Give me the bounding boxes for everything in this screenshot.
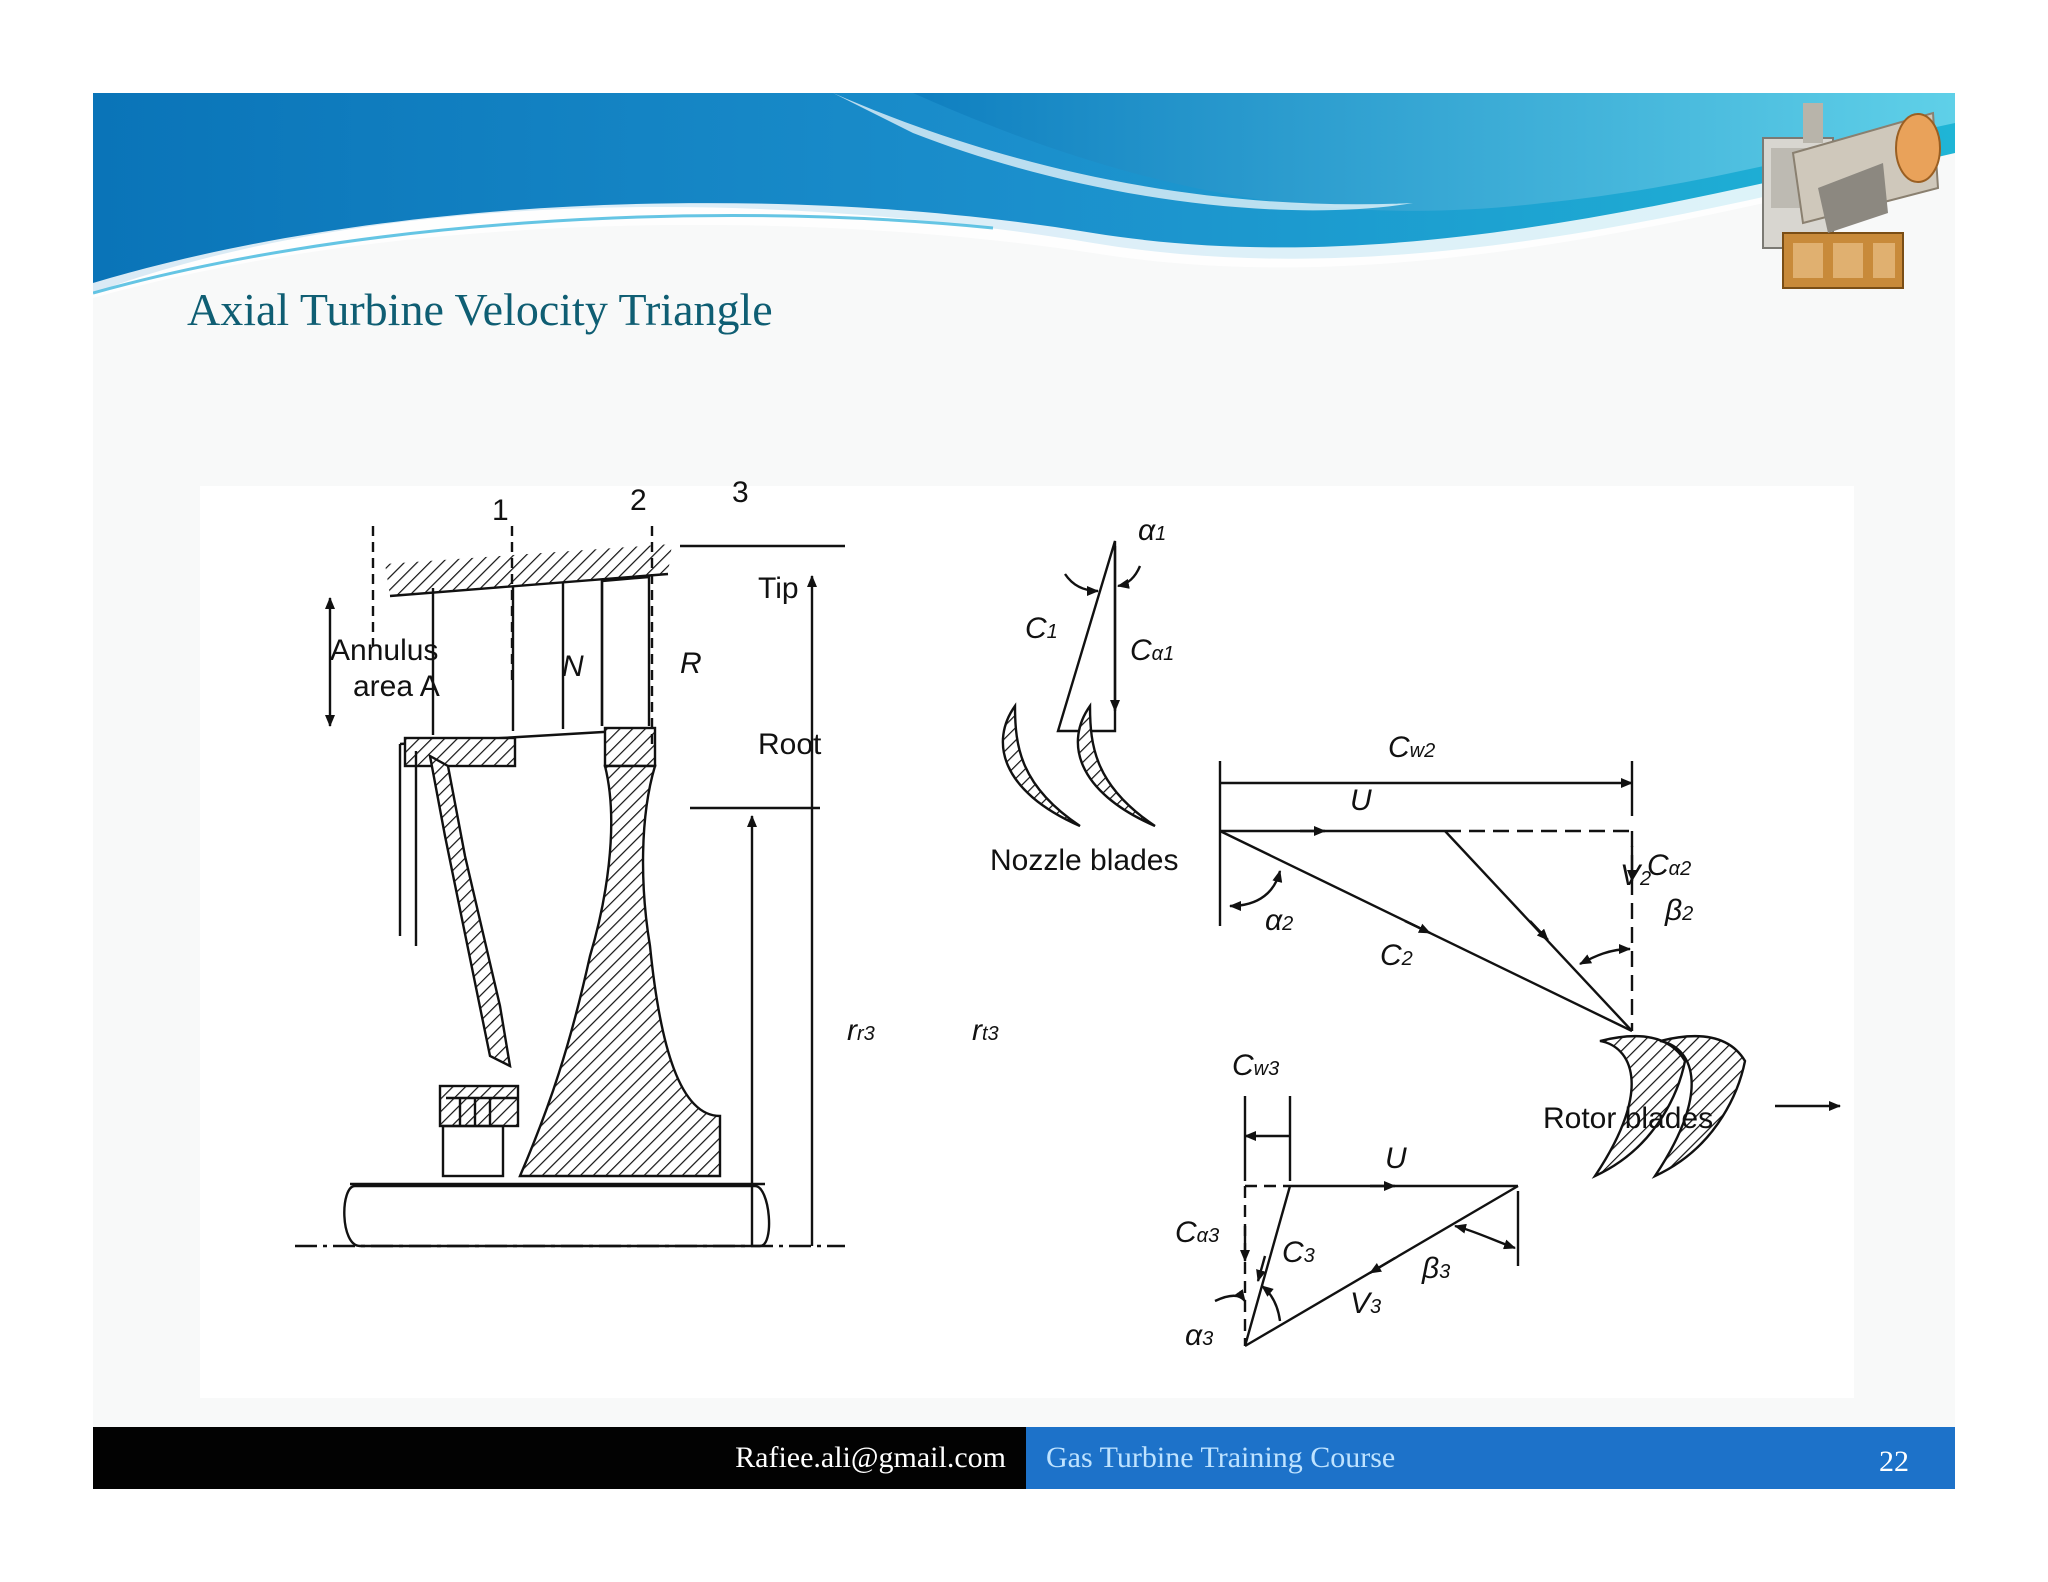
u3-label: U [1385, 1142, 1407, 1175]
nozzle-blade-2 [1076, 702, 1156, 828]
footer-left: Rafiee.ali@gmail.com [93, 1427, 1026, 1489]
cw3-label: Cw3 [1232, 1049, 1280, 1082]
turbine-figure: 1 2 3 Tip Root Annulus area A N R rr3 rt… [200, 478, 1854, 1398]
author-email: Rafiee.ali@gmail.com [735, 1441, 1006, 1474]
ca1-label: Cα1 [1130, 634, 1175, 667]
alpha1-label: α1 [1138, 514, 1167, 547]
page-number: 22 [1879, 1445, 1909, 1478]
rotor-blade-2 [1651, 1035, 1747, 1179]
tip-radius-label: rt3 [972, 1014, 999, 1047]
c2-label: C2 [1380, 939, 1413, 972]
station-2-label: 2 [630, 484, 647, 517]
footer-right: Gas Turbine Training Course 22 [1026, 1427, 1955, 1489]
rotor-blades-label: Rotor blades [1543, 1102, 1714, 1135]
alpha2-label: α2 [1265, 904, 1294, 937]
header-banner [93, 93, 1955, 298]
c1-label: C1 [1025, 612, 1058, 645]
beta2-label: β2 [1665, 894, 1694, 927]
nozzle-blade-1 [1001, 702, 1081, 828]
course-name: Gas Turbine Training Course [1046, 1441, 1396, 1474]
cw2-label: Cw2 [1388, 731, 1436, 764]
shaft [343, 1184, 771, 1248]
slide-title: Axial Turbine Velocity Triangle [187, 284, 773, 335]
nozzle-disk-web [428, 753, 512, 1069]
gas-turbine-logo-icon [1762, 103, 1941, 289]
station-3-label: 3 [732, 476, 749, 509]
rotor-disk [518, 764, 722, 1178]
ca3-label: Cα3 [1175, 1216, 1220, 1249]
nozzle-blades-label: Nozzle blades [990, 844, 1179, 877]
tip-label: Tip [758, 572, 799, 605]
c3-label: C3 [1282, 1236, 1315, 1269]
u2-label: U [1350, 784, 1372, 817]
beta3-label: β3 [1422, 1252, 1451, 1285]
nozzle-row-label: N [562, 650, 584, 683]
rotor-row-label: R [680, 647, 702, 680]
casing-hatch [385, 544, 672, 596]
rotor-blade-1 [1591, 1035, 1687, 1179]
stage-cross-section [295, 526, 845, 1248]
alpha3-label: α3 [1185, 1319, 1214, 1352]
turbine-diagram [295, 526, 1841, 1348]
ca2-label: Cα2 [1647, 849, 1692, 882]
footer-bar: Rafiee.ali@gmail.com Gas Turbine Trainin… [93, 1427, 1955, 1489]
root-label: Root [758, 728, 822, 761]
v3-label: V3 [1350, 1287, 1382, 1320]
station-1-label: 1 [492, 494, 509, 527]
root-radius-label: rr3 [847, 1014, 875, 1047]
slide: Axial Turbine Velocity Triangle [93, 93, 1955, 1489]
velocity-triangles [1001, 540, 1841, 1348]
annulus-area-label-line1: Annulus [330, 634, 439, 667]
v2-label: V2 [1620, 859, 1652, 892]
inlet-velocity-triangle [1056, 540, 1117, 733]
annulus-area-label-line2: area A [353, 670, 440, 703]
